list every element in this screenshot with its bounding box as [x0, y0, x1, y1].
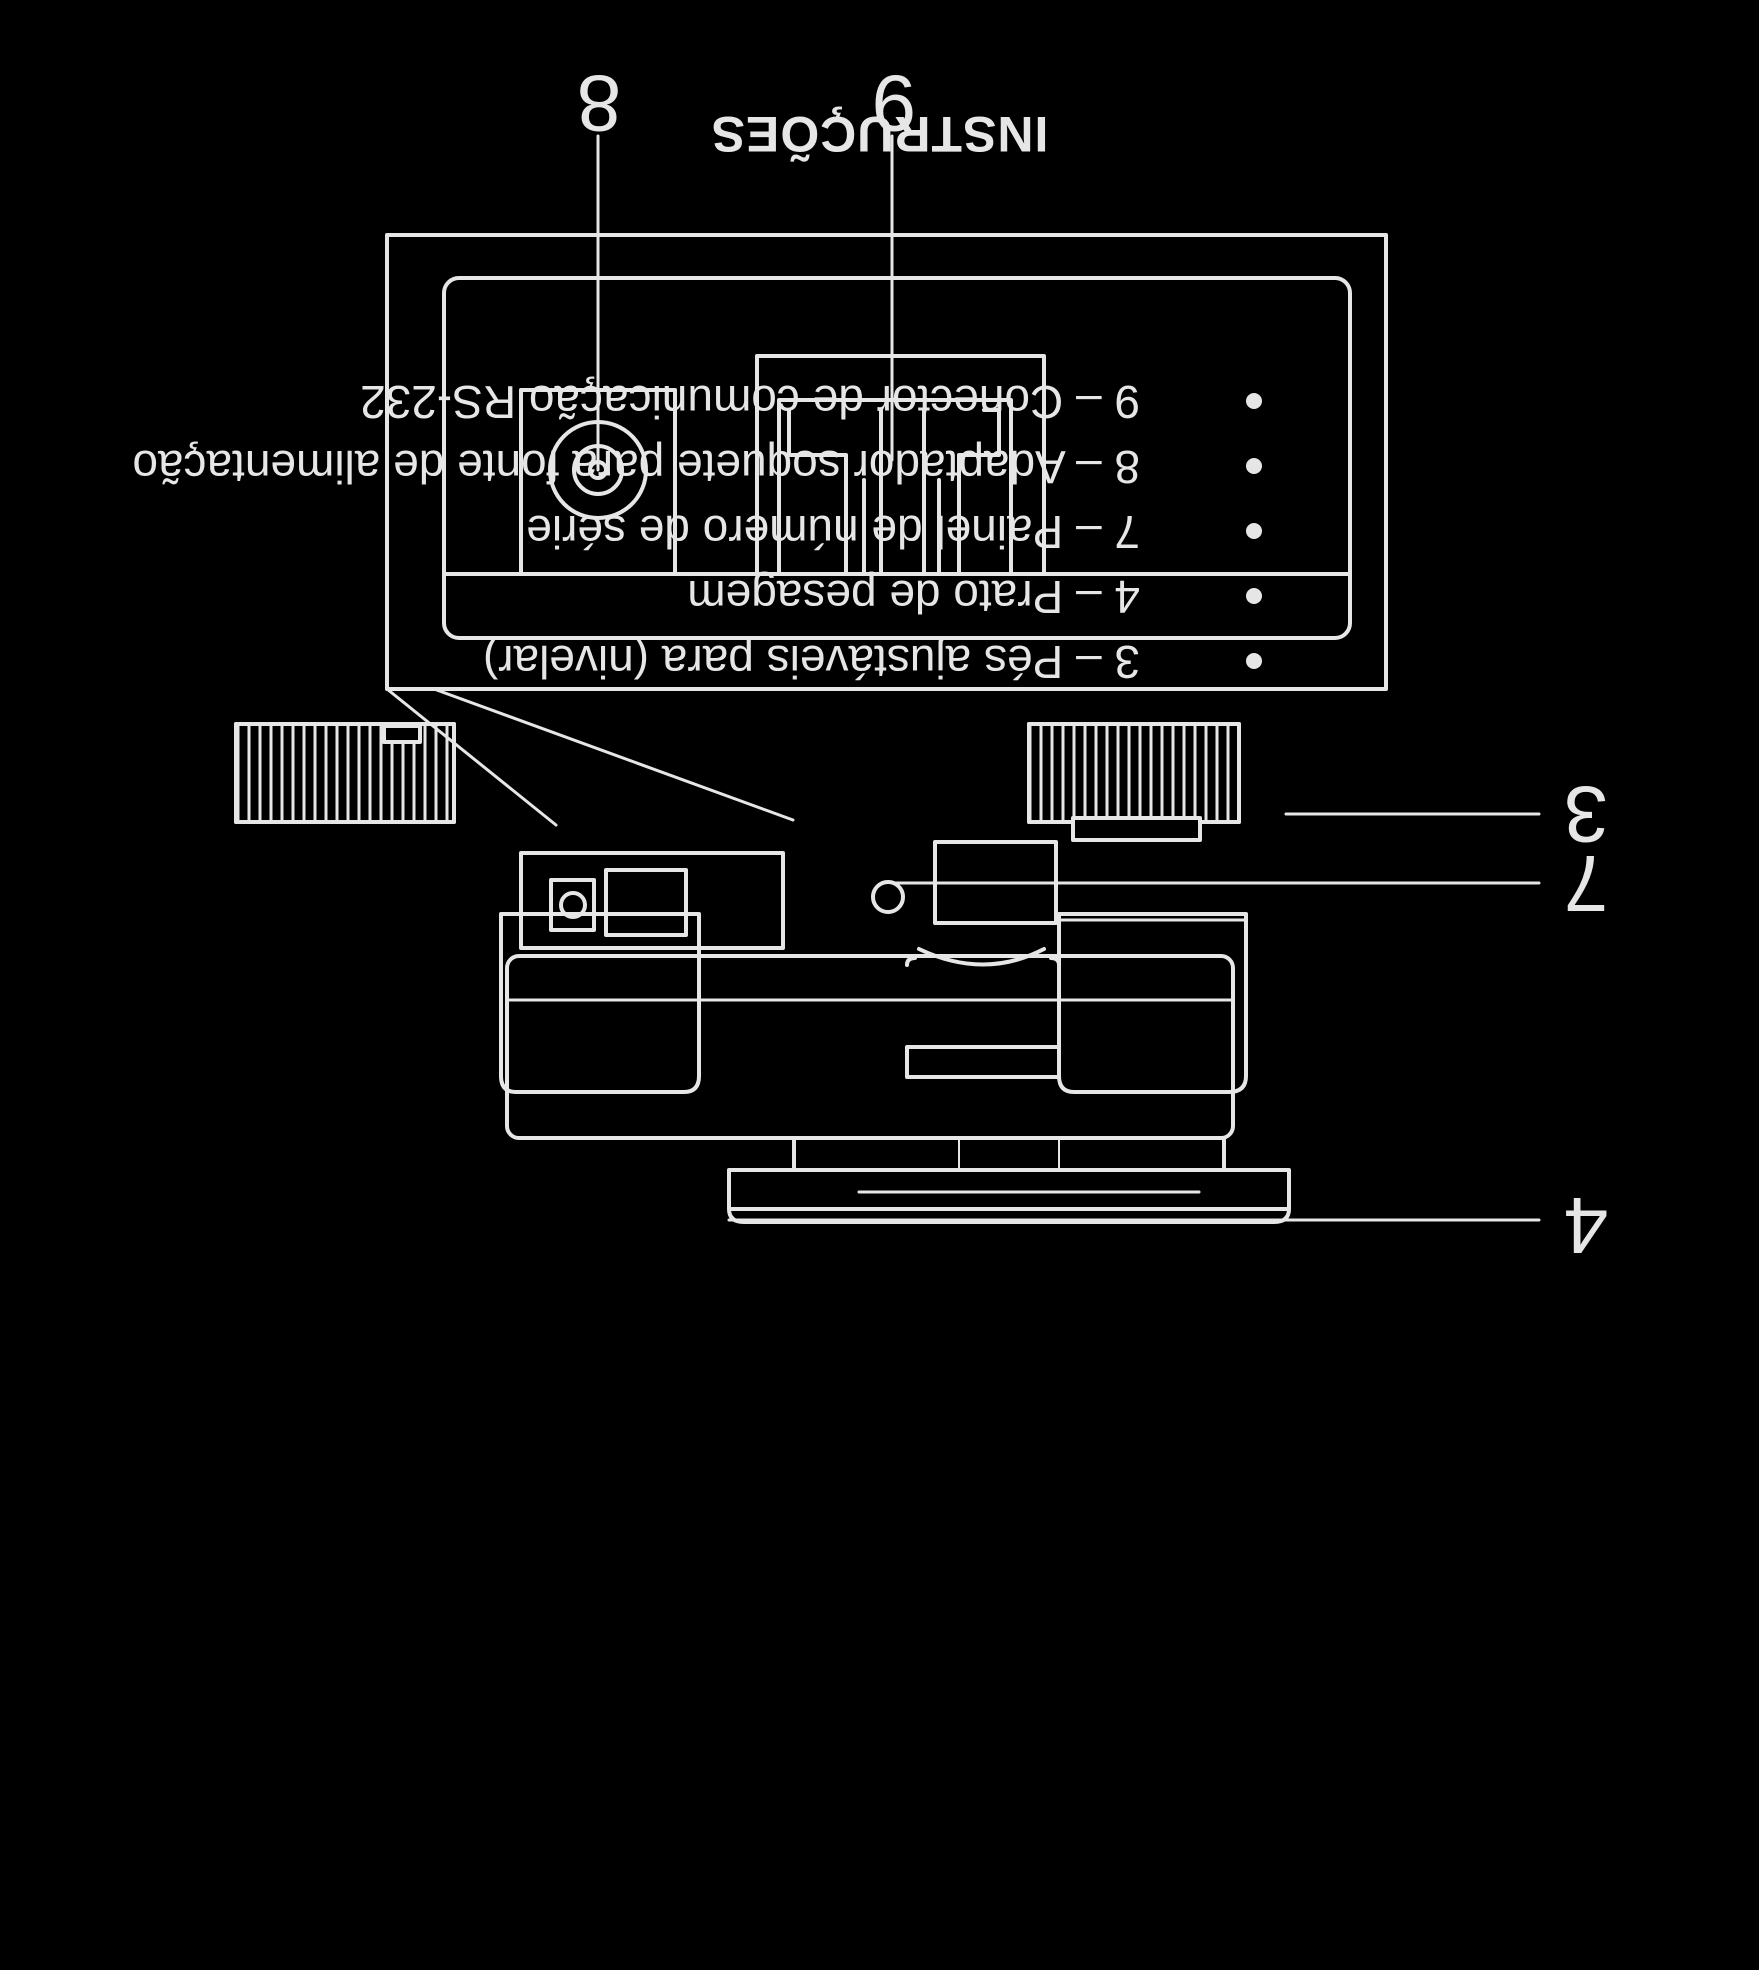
connector-panel-small: [519, 851, 785, 950]
center-bracket: [905, 947, 1061, 1079]
pan-support: [792, 1136, 1226, 1172]
weighing-pan: [727, 1168, 1291, 1224]
scale-body: [505, 954, 1235, 1140]
callout-lines: [596, 134, 1541, 1222]
adjustable-foot-left: [1027, 722, 1241, 842]
callout-9: 9: [871, 59, 917, 148]
magnified-detail: [385, 233, 1388, 691]
callout-8: 8: [576, 59, 622, 148]
callout-4: 4: [1563, 1181, 1609, 1270]
zoom-lines: [385, 687, 795, 827]
callout-7: 7: [1563, 839, 1609, 928]
foot-housing-right: [499, 912, 701, 1094]
rs232-connector: [755, 354, 1046, 576]
foot-housing-left: [1057, 912, 1248, 1094]
adjustable-foot-right: [234, 722, 456, 824]
